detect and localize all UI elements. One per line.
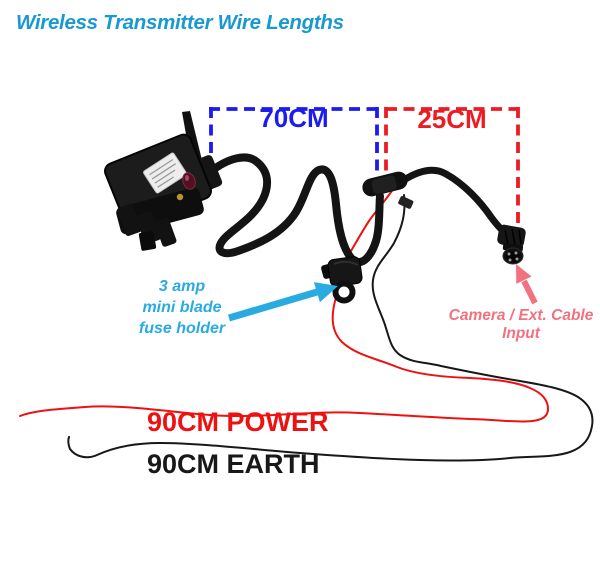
fuse-note-line2: mini blade <box>142 299 222 316</box>
label-25cm: 25CM <box>417 104 487 134</box>
wire-clip <box>398 196 414 209</box>
camera-note-line1: Camera / Ext. Cable <box>448 307 594 324</box>
fuse-arrow-icon <box>228 282 338 322</box>
screw-icon <box>176 193 184 201</box>
label-power-wire: 90CM POWER <box>147 407 329 437</box>
camera-input-note: Camera / Ext. Cable Input <box>436 307 600 342</box>
label-70cm: 70CM <box>259 103 329 133</box>
fuse-holder-note: 3 amp mini blade fuse holder <box>122 276 242 339</box>
bracket-70cm <box>209 107 379 175</box>
camera-connector <box>497 224 526 265</box>
label-earth-wire: 90CM EARTH <box>147 449 320 479</box>
fuse-holder <box>321 256 363 304</box>
inline-connector <box>362 171 414 209</box>
fuse-note-line3: fuse holder <box>138 320 226 337</box>
camera-cable <box>400 166 513 241</box>
camera-note-line2: Input <box>502 324 540 342</box>
transmitter-unit <box>104 111 223 251</box>
earth-wire <box>67 194 594 462</box>
camera-arrow-icon <box>516 264 538 305</box>
page-title: Wireless Transmitter Wire Lengths <box>16 11 344 34</box>
fuse-note-line1: 3 amp <box>158 278 206 295</box>
spec-sticker <box>143 152 187 194</box>
